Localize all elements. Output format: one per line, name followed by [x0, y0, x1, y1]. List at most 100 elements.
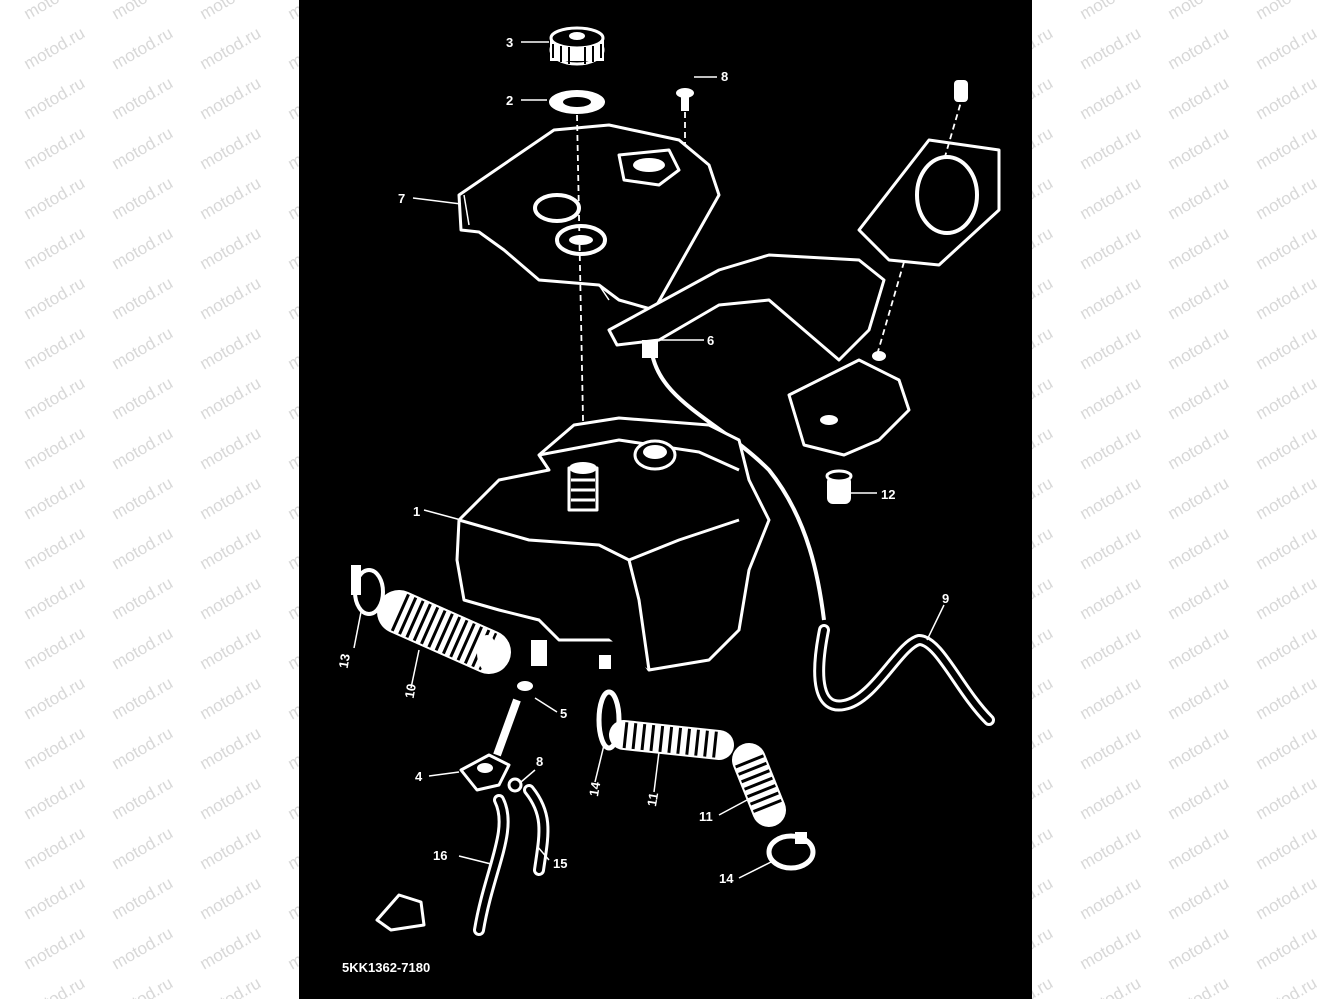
watermark-text: motod.ru	[1253, 573, 1321, 623]
watermark-text: motod.ru	[1253, 973, 1321, 999]
watermark-text: motod.ru	[197, 973, 265, 999]
label-part-16: 16	[433, 848, 447, 863]
watermark-text: motod.ru	[1165, 973, 1233, 999]
watermark-text: motod.ru	[21, 173, 89, 223]
watermark-text: motod.ru	[197, 73, 265, 123]
watermark-text: motod.ru	[109, 673, 177, 723]
watermark-text: motod.ru	[197, 373, 265, 423]
watermark-text: motod.ru	[109, 773, 177, 823]
watermark-text: motod.ru	[197, 573, 265, 623]
diagram-svg: 3 2 8 7 6 1 12 9 13 10 5 4 8 14 11 11 14…	[299, 0, 1032, 999]
watermark-text: motod.ru	[1077, 0, 1145, 23]
label-part-15: 15	[553, 856, 567, 871]
watermark-text: motod.ru	[197, 323, 265, 373]
watermark-text: motod.ru	[1253, 323, 1321, 373]
clamp-part-13	[351, 565, 383, 614]
watermark-text: motod.ru	[197, 0, 265, 23]
watermark-text: motod.ru	[109, 173, 177, 223]
label-part-2: 2	[506, 93, 513, 108]
watermark-text: motod.ru	[197, 273, 265, 323]
watermark-text: motod.ru	[1077, 723, 1145, 773]
watermark-text: motod.ru	[109, 473, 177, 523]
watermark-text: motod.ru	[21, 973, 89, 999]
watermark-text: motod.ru	[1253, 0, 1321, 23]
watermark-text: motod.ru	[109, 373, 177, 423]
watermark-text: motod.ru	[21, 23, 89, 73]
oil-tank-part	[457, 418, 769, 670]
watermark-text: motod.ru	[197, 923, 265, 973]
label-part-1: 1	[413, 504, 420, 519]
watermark-text: motod.ru	[197, 423, 265, 473]
drain-fitting-parts	[377, 681, 543, 930]
watermark-text: motod.ru	[1253, 523, 1321, 573]
watermark-text: motod.ru	[1077, 273, 1145, 323]
label-part-8-top: 8	[721, 69, 728, 84]
watermark-text: motod.ru	[21, 773, 89, 823]
spring-parts	[599, 692, 813, 868]
watermark-text: motod.ru	[1077, 473, 1145, 523]
watermark-text: motod.ru	[21, 373, 89, 423]
watermark-text: motod.ru	[1077, 823, 1145, 873]
watermark-text: motod.ru	[1165, 573, 1233, 623]
watermark-text: motod.ru	[1165, 223, 1233, 273]
watermark-text: motod.ru	[1077, 873, 1145, 923]
watermark-text: motod.ru	[109, 873, 177, 923]
watermark-text: motod.ru	[1165, 723, 1233, 773]
watermark-text: motod.ru	[1165, 473, 1233, 523]
watermark-text: motod.ru	[1165, 823, 1233, 873]
watermark-text: motod.ru	[197, 723, 265, 773]
watermark-text: motod.ru	[1165, 923, 1233, 973]
watermark-text: motod.ru	[1165, 23, 1233, 73]
watermark-text: motod.ru	[1165, 873, 1233, 923]
watermark-text: motod.ru	[1077, 423, 1145, 473]
watermark-text: motod.ru	[109, 223, 177, 273]
watermark-text: motod.ru	[1165, 173, 1233, 223]
watermark-text: motod.ru	[109, 923, 177, 973]
watermark-text: motod.ru	[21, 873, 89, 923]
watermark-text: motod.ru	[1077, 623, 1145, 673]
watermark-text: motod.ru	[1253, 173, 1321, 223]
watermark-text: motod.ru	[1165, 673, 1233, 723]
watermark-text: motod.ru	[1253, 623, 1321, 673]
watermark-text: motod.ru	[1077, 773, 1145, 823]
watermark-text: motod.ru	[1253, 923, 1321, 973]
watermark-text: motod.ru	[1165, 273, 1233, 323]
watermark-text: motod.ru	[1077, 523, 1145, 573]
label-part-12: 12	[881, 487, 895, 502]
watermark-text: motod.ru	[197, 623, 265, 673]
watermark-text: motod.ru	[21, 823, 89, 873]
watermark-text: motod.ru	[21, 323, 89, 373]
watermark-text: motod.ru	[1077, 573, 1145, 623]
watermark-text: motod.ru	[1253, 823, 1321, 873]
watermark-text: motod.ru	[197, 773, 265, 823]
label-part-14-left: 14	[586, 780, 603, 798]
watermark-text: motod.ru	[21, 473, 89, 523]
watermark-text: motod.ru	[197, 673, 265, 723]
watermark-text: motod.ru	[1253, 273, 1321, 323]
label-part-11-left: 11	[644, 791, 661, 807]
watermark-text: motod.ru	[109, 823, 177, 873]
watermark-text: motod.ru	[1077, 123, 1145, 173]
watermark-text: motod.ru	[197, 823, 265, 873]
watermark-text: motod.ru	[109, 323, 177, 373]
watermark-text: motod.ru	[1253, 423, 1321, 473]
watermark-text: motod.ru	[1253, 373, 1321, 423]
watermark-text: motod.ru	[1077, 973, 1145, 999]
fuel-cap-part	[551, 28, 603, 64]
watermark-text: motod.ru	[109, 123, 177, 173]
watermark-text: motod.ru	[1077, 23, 1145, 73]
label-part-6: 6	[707, 333, 714, 348]
label-part-9: 9	[942, 591, 949, 606]
label-part-14-right: 14	[719, 871, 734, 886]
watermark-text: motod.ru	[1165, 73, 1233, 123]
watermark-text: motod.ru	[21, 223, 89, 273]
label-part-10: 10	[402, 683, 419, 700]
watermark-text: motod.ru	[1165, 123, 1233, 173]
watermark-text: motod.ru	[21, 73, 89, 123]
watermark-text: motod.ru	[1165, 423, 1233, 473]
watermark-text: motod.ru	[21, 423, 89, 473]
washer-part	[549, 90, 605, 114]
watermark-text: motod.ru	[1165, 623, 1233, 673]
watermark-text: motod.ru	[109, 523, 177, 573]
watermark-text: motod.ru	[1165, 773, 1233, 823]
